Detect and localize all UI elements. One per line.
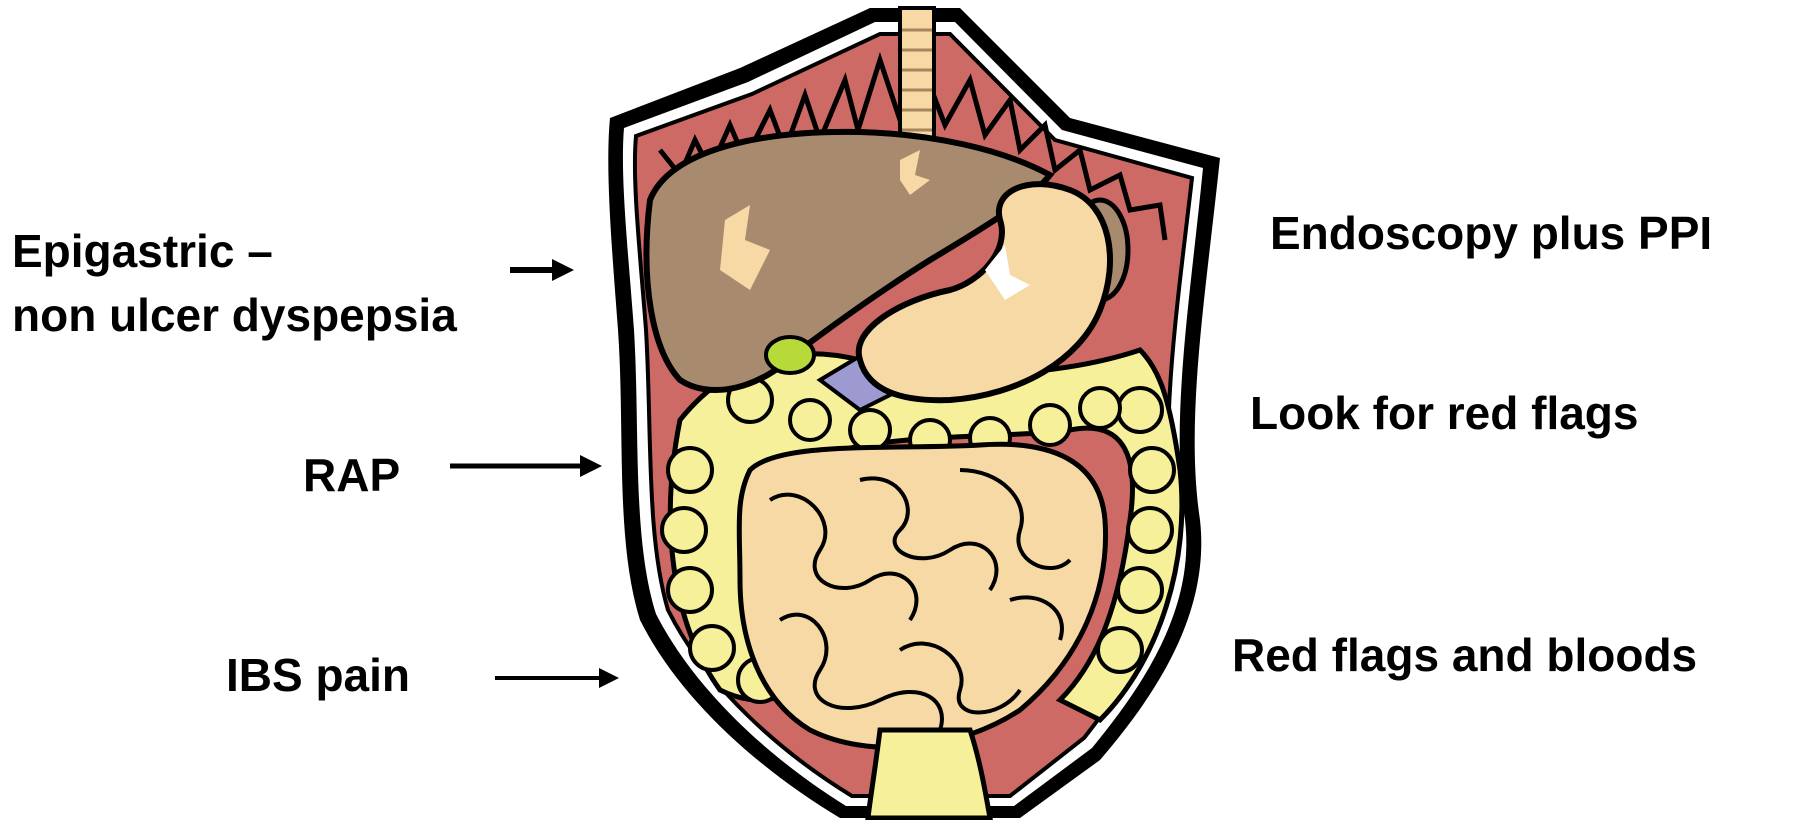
label-endoscopy-ppi: Endoscopy plus PPI xyxy=(1270,206,1712,261)
label-ibs-pain: IBS pain xyxy=(226,648,410,703)
gallbladder xyxy=(766,337,814,373)
label-red-flags-bloods: Red flags and bloods xyxy=(1232,628,1697,683)
rectum xyxy=(868,730,990,818)
label-rap: RAP xyxy=(303,448,400,503)
arrow-epigastric xyxy=(510,256,574,284)
label-epigastric-line1: Epigastric – xyxy=(12,224,273,279)
abdomen-organs-illustration xyxy=(600,0,1240,820)
arrow-rap xyxy=(450,452,602,480)
label-look-for-red-flags: Look for red flags xyxy=(1250,386,1638,441)
label-epigastric-line2: non ulcer dyspepsia xyxy=(12,288,457,343)
